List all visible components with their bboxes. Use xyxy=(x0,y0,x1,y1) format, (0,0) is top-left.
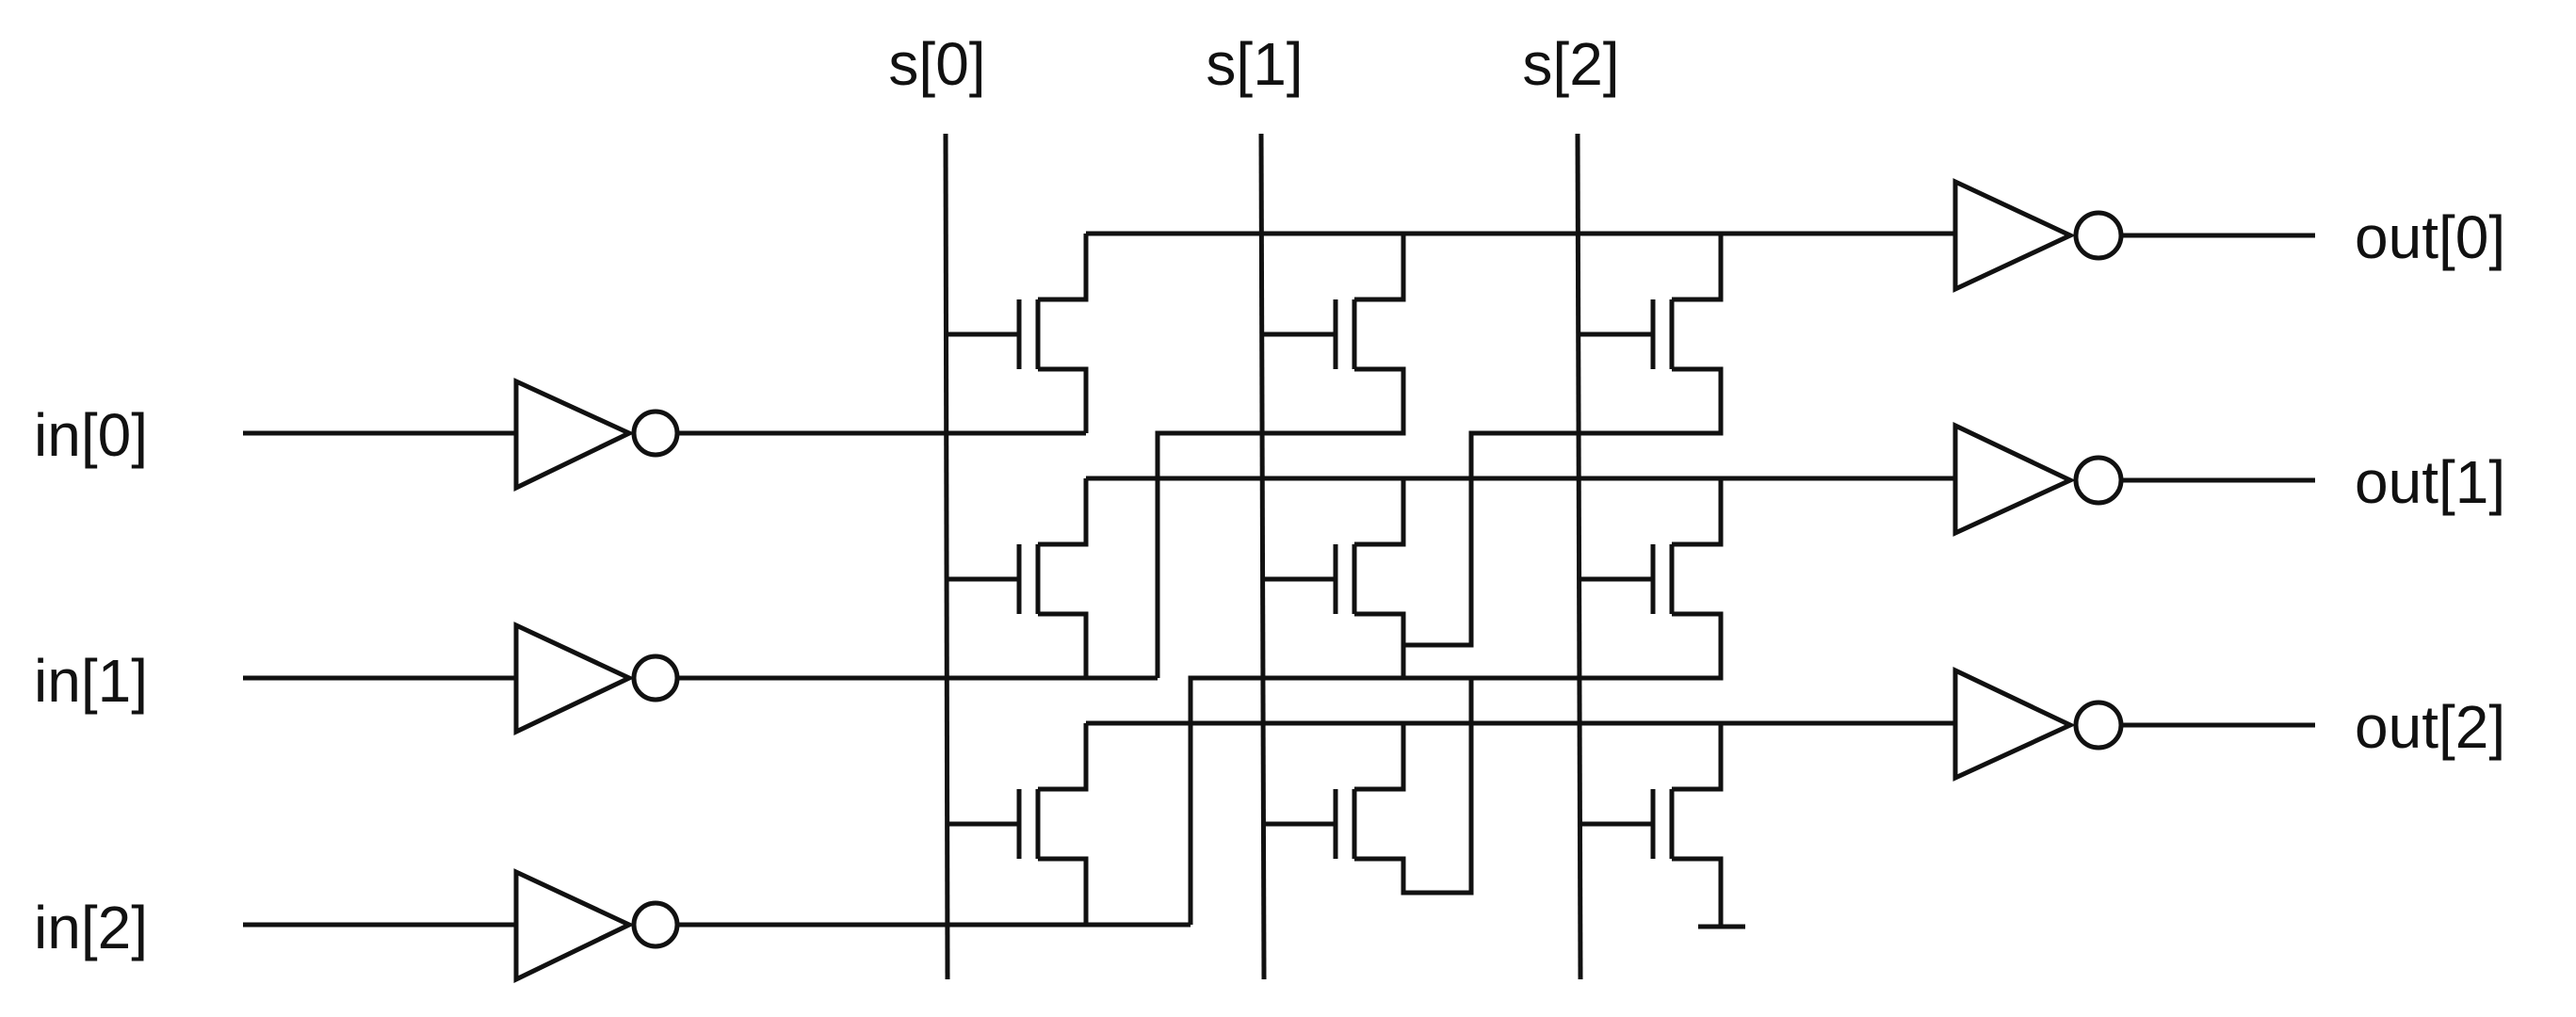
select-label-s0: s[0] xyxy=(888,30,985,98)
input-inverter-bubble-0 xyxy=(631,409,680,458)
select-label-s2: s[2] xyxy=(1522,30,1619,98)
output-label-2: out[2] xyxy=(2355,693,2505,761)
input-label-0: in[0] xyxy=(34,401,148,469)
output-inverter-bubble-2 xyxy=(2073,700,2124,751)
transistor-s1-out2 xyxy=(1264,675,1474,896)
input-label-1: in[1] xyxy=(34,647,148,715)
input-inverter-1 xyxy=(513,622,635,735)
select-line-s2 xyxy=(1575,133,1583,980)
output-inverter-bubble-0 xyxy=(2073,210,2124,261)
transistor-s0-out0 xyxy=(946,234,1089,433)
output-inverter-bubble-1 xyxy=(2073,455,2124,506)
select-labels: s[0] s[1] s[2] xyxy=(888,30,1619,98)
transistor-s2-out2 xyxy=(1580,723,1745,929)
input-inverter-bubble-1 xyxy=(631,654,680,702)
input-label-2: in[2] xyxy=(34,894,148,961)
input-inverter-0 xyxy=(513,378,635,492)
input-inverter-bubble-2 xyxy=(631,900,680,949)
transistor-s0-out1 xyxy=(947,478,1089,678)
select-lines xyxy=(943,133,1583,980)
output-label-0: out[0] xyxy=(2355,203,2505,271)
select-line-s1 xyxy=(1258,133,1267,980)
output-label-1: out[1] xyxy=(2355,448,2505,516)
select-label-s1: s[1] xyxy=(1206,30,1303,98)
select-line-s0 xyxy=(943,133,950,980)
output-inverter-0 xyxy=(1952,178,2076,293)
output-stage xyxy=(1086,178,2315,782)
output-inverter-2 xyxy=(1952,667,2076,782)
output-inverter-1 xyxy=(1952,422,2076,537)
output-labels: out[0] out[1] out[2] xyxy=(2355,203,2505,761)
transistor-s2-out0 xyxy=(1403,234,1724,648)
transistor-s2-out1 xyxy=(1471,478,1724,681)
transistor-s0-out2 xyxy=(948,723,1089,925)
input-labels: in[0] in[1] in[2] xyxy=(34,401,148,961)
input-inverter-2 xyxy=(513,868,635,983)
input-stage xyxy=(243,378,1191,983)
transistor-s1-out0 xyxy=(1155,234,1406,678)
